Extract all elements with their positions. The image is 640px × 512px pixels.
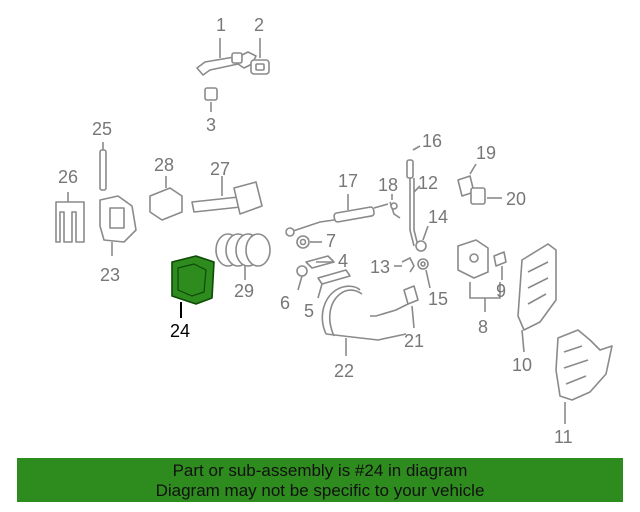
part-29-bellows	[215, 233, 271, 280]
callout-11: 11	[554, 427, 573, 447]
callout-27: 27	[210, 159, 231, 179]
part-4-bracket	[305, 255, 335, 269]
callout-23: 23	[100, 265, 121, 285]
parts-diagram	[55, 38, 613, 424]
callout-13: 13	[370, 257, 391, 277]
callout-5: 5	[304, 301, 315, 321]
part-1-door-handle	[196, 38, 257, 76]
callout-25: 25	[92, 119, 113, 139]
part-26-clip	[55, 192, 85, 243]
banner-line-2: Diagram may not be specific to your vehi…	[155, 481, 485, 500]
callout-14: 14	[428, 207, 449, 227]
part-2-handle-cap	[250, 38, 270, 75]
callout-18: 18	[378, 175, 399, 195]
part-18-clip	[389, 194, 401, 219]
callout-22: 22	[334, 361, 355, 381]
part-3-bezel	[204, 87, 218, 112]
info-banner: Part or sub-assembly is #24 in diagram D…	[17, 458, 623, 502]
part-5-lever	[317, 269, 351, 299]
callout-26: 26	[58, 167, 79, 187]
part-22-weatherstrip	[321, 285, 407, 356]
part-6-bolt	[296, 265, 308, 291]
callout-6: 6	[280, 293, 291, 313]
callout-20: 20	[506, 189, 527, 209]
part-21-actuator	[370, 285, 419, 329]
part-20-block	[470, 187, 502, 205]
part-9-clip	[493, 251, 507, 280]
callout-17: 17	[338, 171, 359, 191]
part-17-cable	[285, 194, 389, 237]
callout-24: 24	[170, 321, 191, 341]
callout-3: 3	[206, 115, 217, 135]
callout-2: 2	[254, 15, 265, 35]
part-28-block	[149, 176, 183, 221]
part-10-panel	[517, 243, 557, 353]
part-23-striker-plate	[99, 195, 137, 256]
callout-15: 15	[428, 289, 449, 309]
callout-8: 8	[478, 317, 489, 337]
callout-4: 4	[338, 251, 349, 271]
callout-29: 29	[234, 281, 255, 301]
callout-12: 12	[418, 173, 439, 193]
part-24-highlighted	[171, 255, 215, 318]
part-7-grommet	[296, 235, 322, 249]
part-13-clip	[394, 256, 415, 273]
callout-16: 16	[422, 131, 443, 151]
part-15-nut	[417, 258, 431, 289]
callout-9: 9	[496, 281, 507, 301]
part-25-rod	[99, 142, 107, 191]
callout-10: 10	[512, 355, 533, 375]
callout-7: 7	[326, 231, 337, 251]
part-14-grommet	[415, 225, 429, 252]
part-11-panel	[555, 329, 613, 424]
callout-19: 19	[476, 143, 497, 163]
callout-1: 1	[216, 15, 227, 35]
callout-28: 28	[154, 155, 175, 175]
part-8-lock-assembly	[457, 239, 501, 312]
part-12-rod	[409, 178, 421, 247]
part-27-door-check	[191, 176, 263, 215]
banner-line-1: Part or sub-assembly is #24 in diagram	[172, 461, 468, 480]
callout-21: 21	[404, 331, 425, 351]
